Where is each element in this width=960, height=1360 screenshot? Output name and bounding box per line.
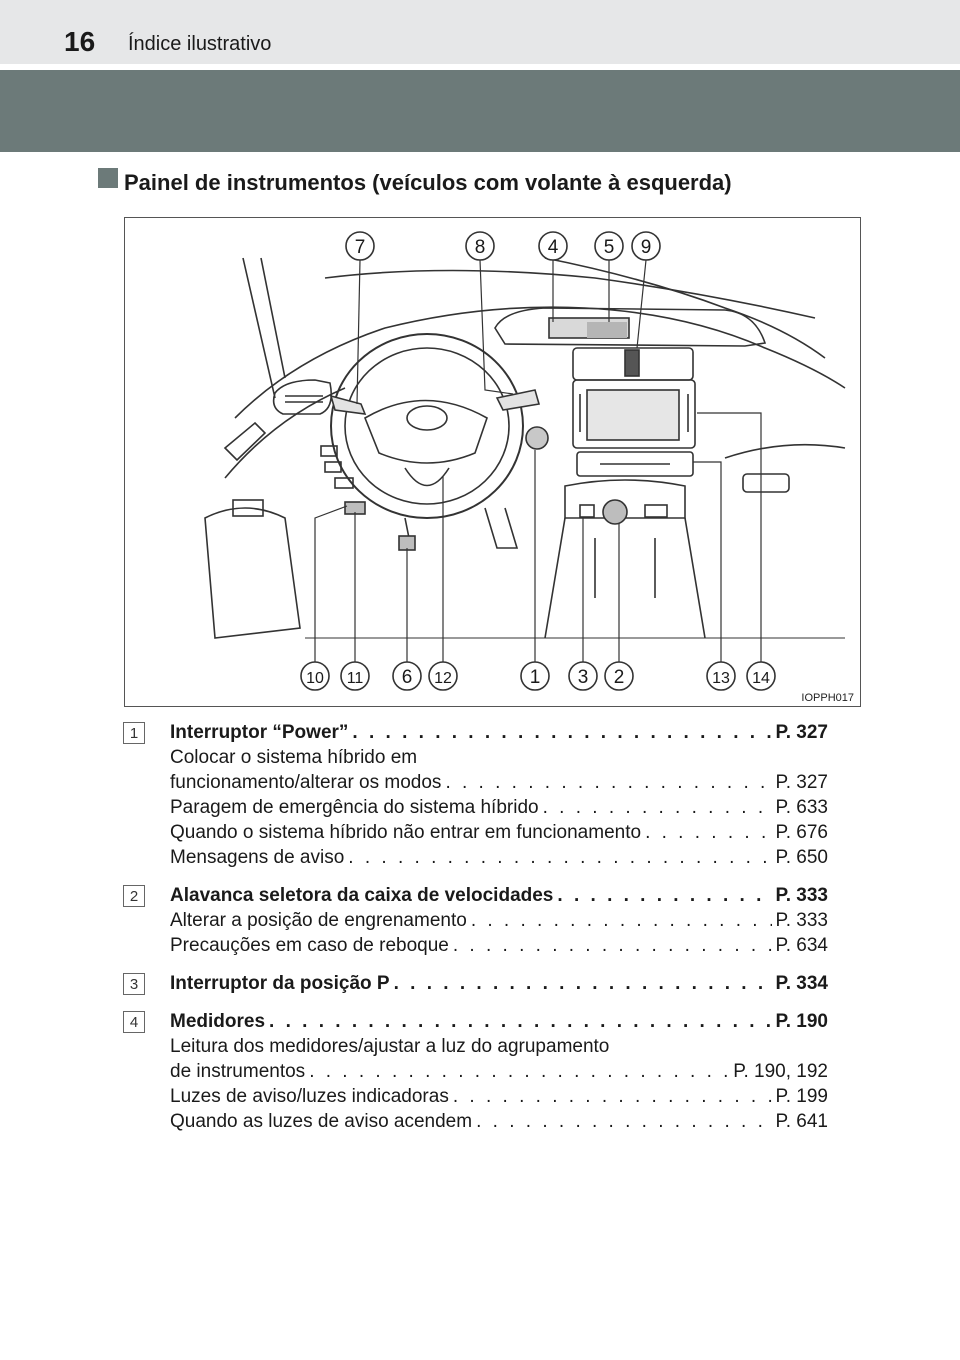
item-line: Paragem de emergência do sistema híbrido — [170, 797, 539, 818]
item-title: Interruptor “Power” — [170, 722, 349, 743]
item-title: Medidores — [170, 1011, 266, 1032]
dashboard-drawing: 7 8 4 5 9 10 11 6 12 1 3 2 13 14 — [204, 231, 846, 691]
callout-1: 1 — [530, 667, 541, 688]
figure-code: IOPPH017 — [801, 692, 854, 704]
item-line: Quando as luzes de aviso acendem — [170, 1111, 473, 1132]
item-line: Precauções em caso de reboque — [170, 935, 449, 956]
callout-8: 8 — [475, 237, 486, 258]
callout-2: 2 — [614, 667, 625, 688]
item-page: P. 333 — [775, 885, 828, 906]
dashboard-illustration: 7 8 4 5 9 10 11 6 12 1 3 2 13 14 IOPPH01… — [124, 217, 861, 707]
list-item: 1 Interruptor “Power” P. 327 Colocar o s… — [123, 720, 828, 870]
callout-14: 14 — [752, 670, 770, 687]
list-item: 4 Medidores P. 190 Leitura dos medidores… — [123, 1009, 828, 1134]
item-line-page: P. 327 — [775, 772, 828, 793]
item-line-page: P. 199 — [775, 1086, 828, 1107]
header-band — [0, 70, 960, 152]
page-header: 16 Índice ilustrativo — [0, 0, 960, 64]
item-page: P. 327 — [775, 722, 828, 743]
item-line-page: P. 333 — [775, 910, 828, 931]
item-line-page: P. 676 — [775, 822, 828, 843]
item-number: 2 — [123, 885, 145, 907]
item-line-page: P. 634 — [775, 935, 828, 956]
section-title: Painel de instrumentos (veículos com vol… — [124, 170, 732, 195]
chapter-title: Índice ilustrativo — [128, 33, 272, 55]
callout-11: 11 — [347, 670, 364, 687]
callout-5: 5 — [604, 237, 615, 258]
item-line-page: P. 641 — [775, 1111, 828, 1132]
callout-6: 6 — [402, 667, 413, 688]
callout-13: 13 — [712, 670, 730, 687]
item-line: funcionamento/alterar os modos — [170, 772, 442, 793]
item-line: Alterar a posição de engrenamento — [170, 910, 467, 931]
item-title: Interruptor da posição P — [170, 973, 390, 994]
callout-12: 12 — [434, 670, 452, 687]
item-page: P. 334 — [775, 973, 828, 994]
item-number: 3 — [123, 973, 145, 995]
item-line-page: P. 633 — [775, 797, 828, 818]
callout-3: 3 — [578, 667, 589, 688]
item-line: Luzes de aviso/luzes indicadoras — [170, 1086, 449, 1107]
item-line: Leitura dos medidores/ajustar a luz do a… — [170, 1036, 610, 1057]
item-line: de instrumentos — [170, 1061, 306, 1082]
item-line-page: P. 190, 192 — [733, 1061, 828, 1082]
item-line: Colocar o sistema híbrido em — [170, 747, 418, 768]
list-item: 3 Interruptor da posição P P. 334 — [123, 971, 828, 996]
item-title: Alavanca seletora da caixa de velocidade… — [170, 885, 554, 906]
item-number: 1 — [123, 722, 145, 744]
item-line: Quando o sistema híbrido não entrar em f… — [170, 822, 642, 843]
item-page: P. 190 — [775, 1011, 828, 1032]
section-marker-icon — [98, 168, 118, 188]
callout-9: 9 — [641, 237, 652, 258]
item-list: 1 Interruptor “Power” P. 327 Colocar o s… — [123, 720, 828, 1147]
list-item: 2 Alavanca seletora da caixa de velocida… — [123, 883, 828, 958]
item-number: 4 — [123, 1011, 145, 1033]
item-line: Mensagens de aviso — [170, 847, 345, 868]
callout-10: 10 — [306, 670, 324, 687]
callout-4: 4 — [548, 237, 559, 258]
callout-7: 7 — [355, 237, 366, 258]
page-number: 16 — [64, 26, 96, 57]
item-line-page: P. 650 — [775, 847, 828, 868]
